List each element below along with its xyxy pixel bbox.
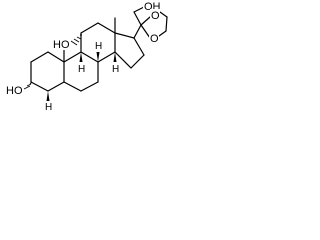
dioxolane-ring bbox=[133, 11, 168, 39]
ring-c bbox=[80, 22, 116, 63]
c3-hashed-bond bbox=[23, 81, 33, 90]
label-ho-11: HO bbox=[52, 38, 70, 51]
bond bbox=[165, 16, 168, 32]
hash-line bbox=[26, 83, 32, 87]
h9-wedge bbox=[79, 52, 83, 62]
bond bbox=[159, 11, 168, 18]
ring-a bbox=[30, 51, 65, 92]
atom-label-o-ring-1: O bbox=[151, 10, 160, 22]
bond bbox=[140, 16, 151, 26]
bond bbox=[140, 24, 151, 39]
label-h-9: H bbox=[77, 63, 85, 75]
bond bbox=[30, 51, 49, 63]
atom-label-h-8: H bbox=[95, 41, 102, 52]
bond bbox=[158, 30, 167, 37]
atom-label-ho-11: HO bbox=[53, 39, 70, 51]
bond bbox=[47, 81, 65, 92]
hash-line bbox=[76, 36, 82, 40]
hash-line bbox=[70, 40, 78, 46]
ring-b bbox=[63, 51, 99, 92]
label-h-14: H bbox=[111, 63, 119, 75]
h5-wedge bbox=[46, 91, 50, 101]
bond bbox=[133, 24, 142, 39]
atom-label-h-14: H bbox=[112, 64, 119, 75]
label-h-5: H bbox=[44, 101, 52, 113]
bond bbox=[80, 22, 99, 34]
atom-label-h-5: H bbox=[45, 102, 52, 113]
bond bbox=[114, 51, 132, 69]
hash-line bbox=[73, 38, 80, 43]
bond bbox=[80, 81, 99, 92]
bond bbox=[30, 81, 49, 92]
h14-wedge bbox=[113, 52, 117, 62]
bond bbox=[114, 32, 135, 39]
bond bbox=[97, 51, 116, 63]
bond bbox=[97, 22, 116, 34]
bond bbox=[47, 51, 65, 63]
label-o-ring-1: O bbox=[150, 9, 160, 22]
label-ho-3: HO bbox=[5, 84, 23, 97]
bond bbox=[80, 51, 99, 63]
bond bbox=[63, 51, 82, 63]
bond bbox=[130, 54, 145, 69]
h8-wedge bbox=[96, 52, 100, 62]
bond bbox=[133, 11, 142, 26]
label-o-ring-2: O bbox=[149, 32, 159, 45]
bond bbox=[133, 37, 145, 56]
atom-label-ho-3: HO bbox=[6, 85, 23, 97]
c11-hashed-bond bbox=[70, 34, 82, 46]
ring-d bbox=[114, 32, 145, 69]
steroid-structure-diagram: OH O O HO H H H HO H bbox=[5, 0, 168, 113]
label-h-8: H bbox=[94, 40, 102, 52]
atom-label-o-ring-2: O bbox=[150, 33, 159, 45]
bond bbox=[63, 81, 82, 92]
hash-line bbox=[23, 85, 31, 90]
hash-line bbox=[29, 81, 33, 85]
atom-label-h-9: H bbox=[78, 64, 85, 75]
bond bbox=[133, 6, 145, 13]
